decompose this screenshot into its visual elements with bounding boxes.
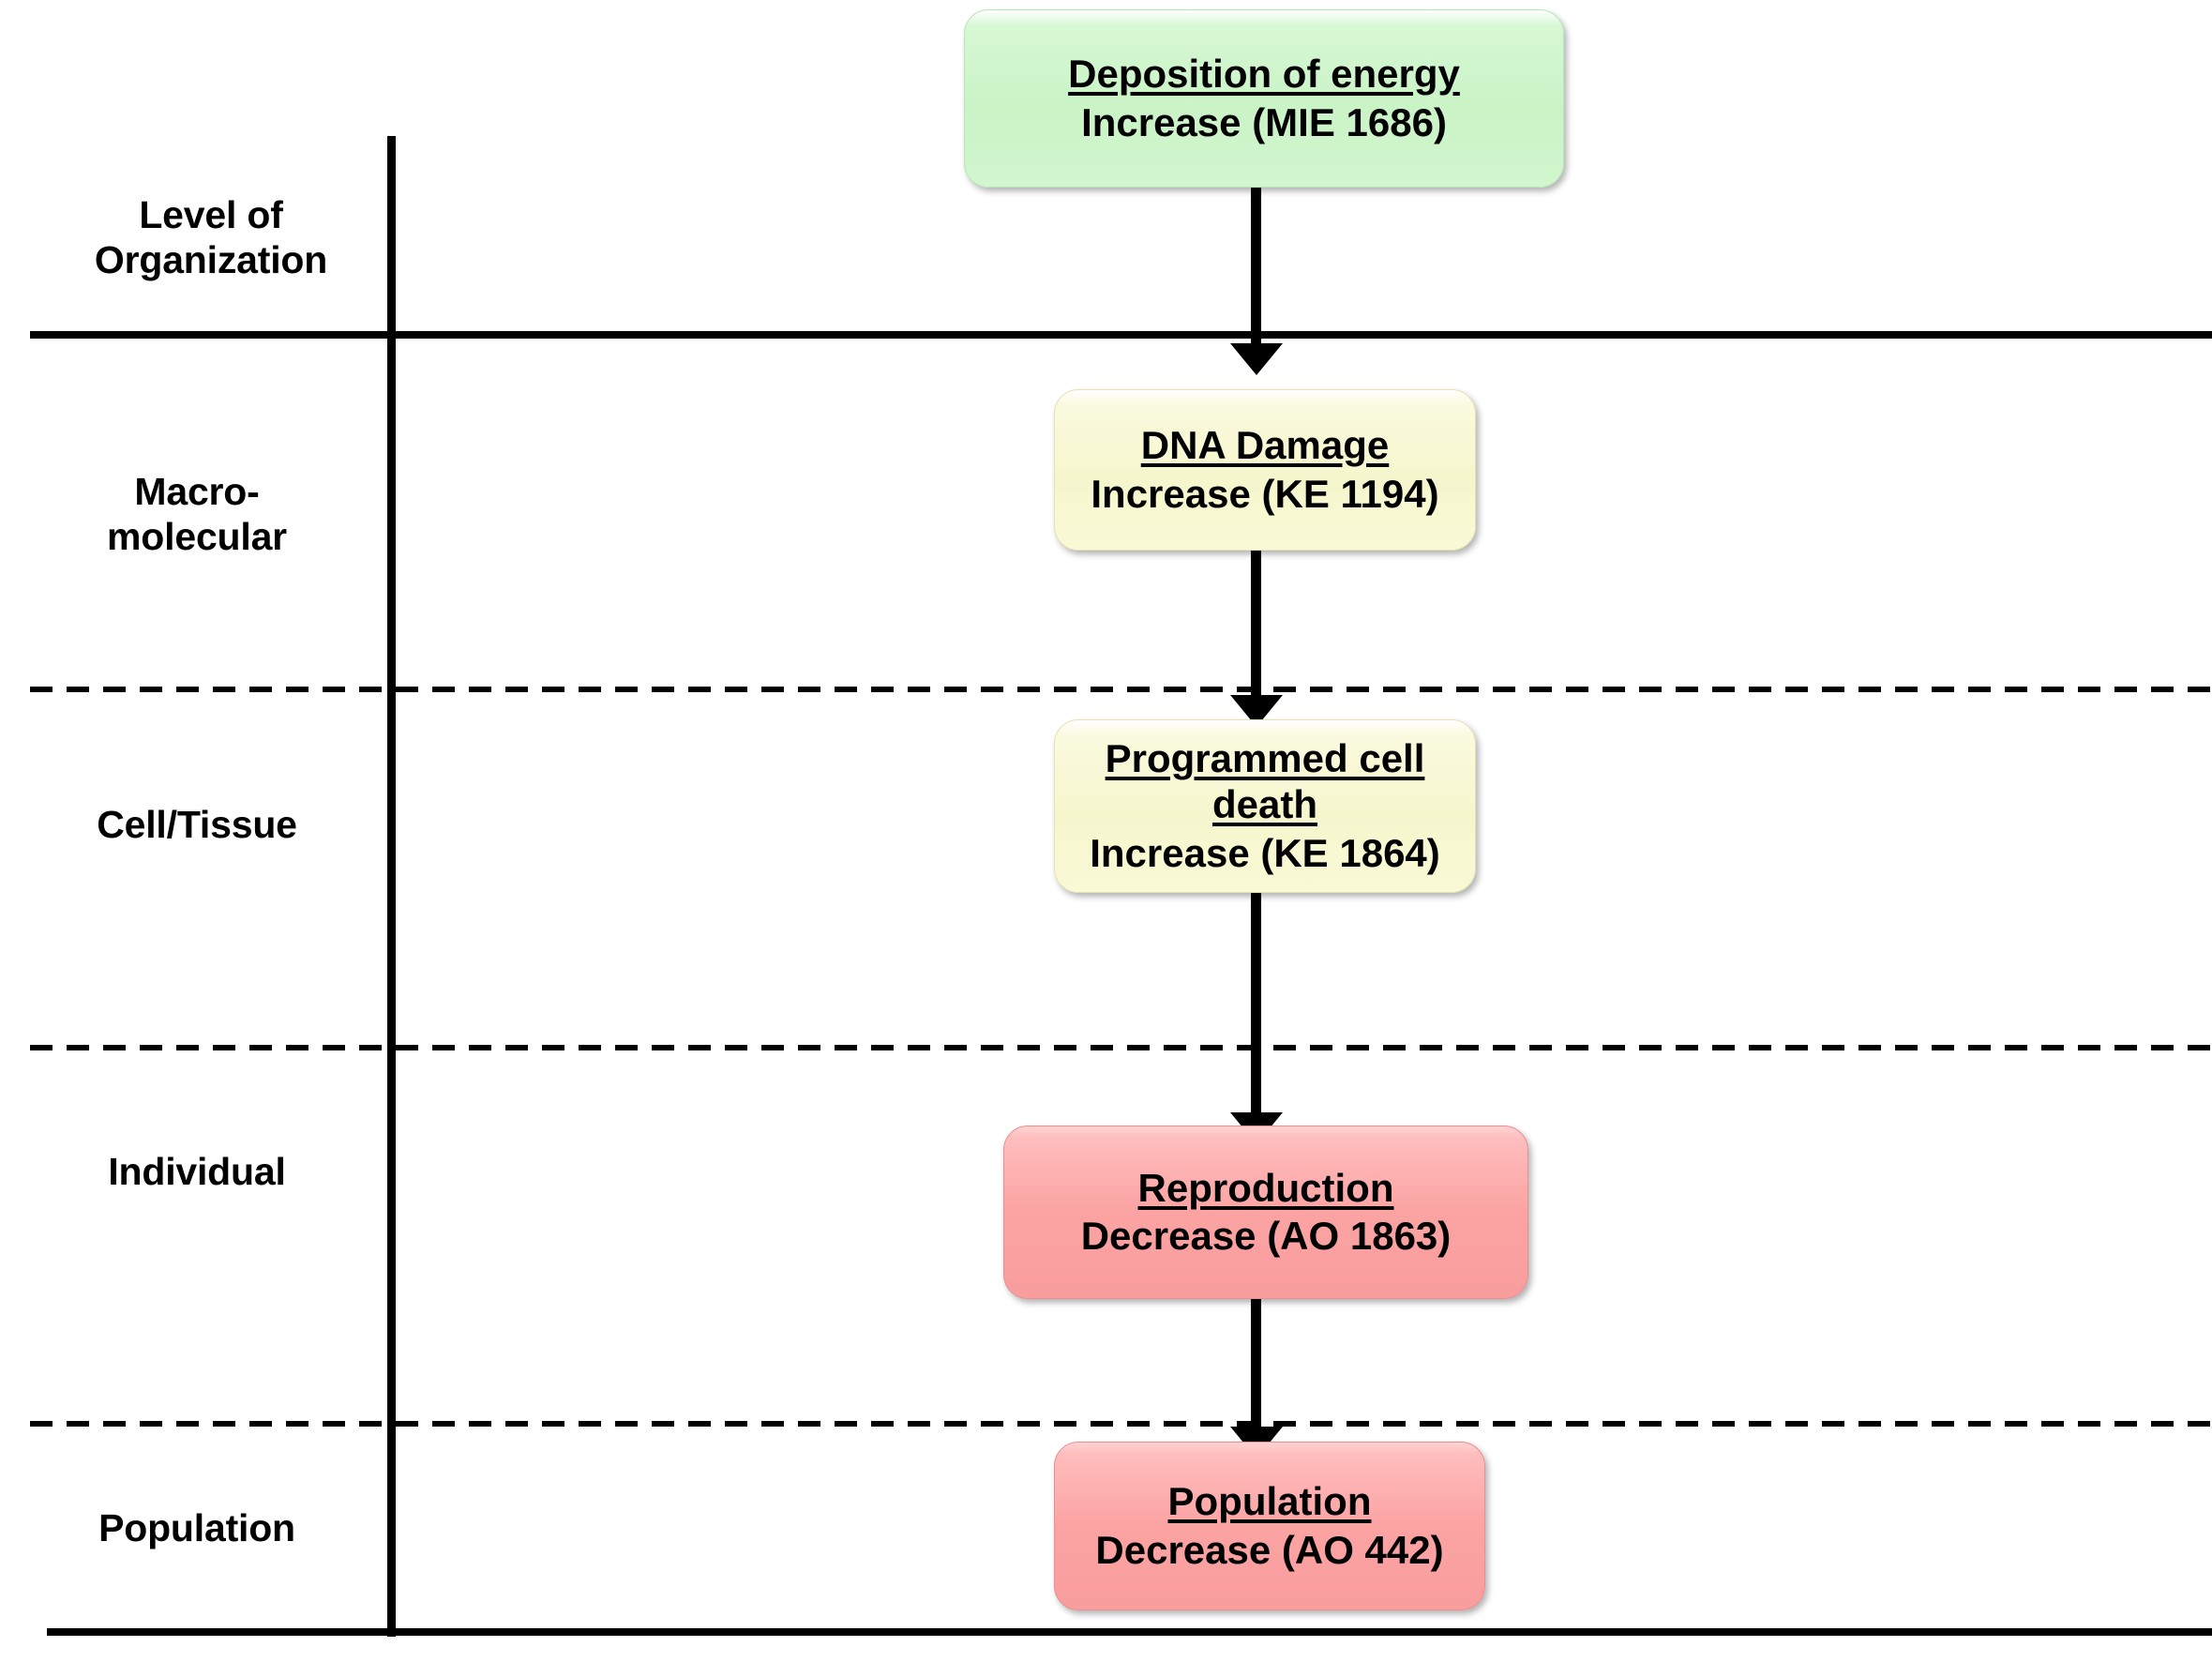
node-title: DNA Damage bbox=[1140, 423, 1390, 468]
node-title: Reproduction bbox=[1137, 1165, 1394, 1210]
node-ke-1194[interactable]: DNA Damage Increase (KE 1194) bbox=[1054, 389, 1476, 551]
level-label-cell-tissue: Cell/Tissue bbox=[97, 803, 297, 846]
node-subtitle: Increase (KE 1864) bbox=[1090, 830, 1440, 875]
level-label-population: Population bbox=[98, 1506, 295, 1549]
arrow-ke1194-to-ke1864 bbox=[1229, 549, 1283, 727]
node-title: Population bbox=[1167, 1479, 1372, 1524]
vertical-axis-line bbox=[387, 136, 396, 1637]
node-title: Programmed cell death bbox=[1105, 735, 1425, 827]
arrow-ke1864-to-ao1863 bbox=[1229, 886, 1283, 1144]
node-ao-1863[interactable]: Reproduction Decrease (AO 1863) bbox=[1003, 1126, 1528, 1299]
node-subtitle: Increase (MIE 1686) bbox=[1081, 99, 1447, 144]
arrow-mie1686-to-ke1194 bbox=[1229, 178, 1283, 375]
node-subtitle: Decrease (AO 1863) bbox=[1080, 1214, 1452, 1259]
divider-dashed-macromolecular-cell bbox=[30, 687, 2212, 692]
node-title: Deposition of energy bbox=[1068, 52, 1460, 97]
node-mie-1686[interactable]: Deposition of energy Increase (MIE 1686) bbox=[964, 9, 1564, 188]
divider-dashed-cell-individual bbox=[30, 1045, 2212, 1050]
level-label-macromolecular: Macro- molecular bbox=[107, 470, 287, 559]
arrow-ao1863-to-ao442 bbox=[1229, 1290, 1283, 1458]
node-subtitle: Decrease (AO 442) bbox=[1095, 1527, 1444, 1572]
node-ao-442[interactable]: Population Decrease (AO 442) bbox=[1054, 1442, 1485, 1610]
node-subtitle: Increase (KE 1194) bbox=[1091, 471, 1439, 516]
axis-header-label: Level of Organization bbox=[94, 193, 328, 282]
divider-dashed-individual-population bbox=[30, 1421, 2212, 1427]
arrowhead-icon bbox=[1229, 343, 1283, 375]
node-ke-1864[interactable]: Programmed cell death Increase (KE 1864) bbox=[1054, 719, 1476, 893]
level-label-individual: Individual bbox=[108, 1150, 286, 1193]
divider-solid-top bbox=[30, 331, 2212, 339]
divider-solid-bottom bbox=[47, 1628, 2212, 1636]
